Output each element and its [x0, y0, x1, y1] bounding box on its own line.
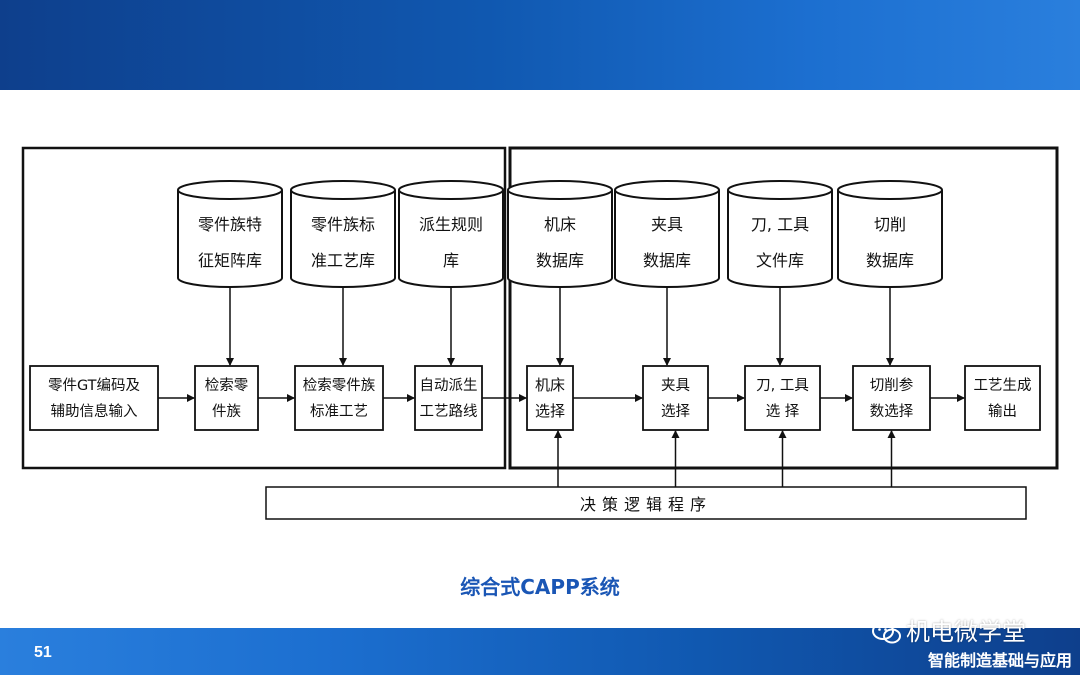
database-label: 数据库	[866, 251, 914, 270]
database-label: 数据库	[643, 251, 691, 270]
slide-caption: 综合式CAPP系统	[460, 575, 620, 599]
database-label: 数据库	[536, 251, 584, 270]
process-label: 件族	[212, 403, 241, 420]
process-label: 机床	[535, 376, 565, 394]
database-label: 机床	[544, 215, 576, 234]
database-label: 零件族特	[198, 215, 262, 234]
process-label: 数选择	[870, 403, 914, 420]
decision-program-label: 决策逻辑程序	[580, 495, 712, 514]
process-label: 工艺路线	[420, 403, 478, 420]
right-frame	[508, 146, 1059, 470]
database-label: 零件族标	[311, 215, 375, 234]
process-label: 标准工艺	[310, 403, 368, 420]
process-label: 检索零件族	[303, 377, 376, 394]
process-label: 刀, 工具	[756, 378, 809, 394]
process-p7: 刀, 工具选 择	[744, 365, 821, 431]
database-label: 刀, 工具	[751, 215, 809, 234]
process-label: 检索零	[205, 377, 249, 394]
database-label: 夹具	[651, 215, 683, 234]
process-label: 工艺生成	[974, 377, 1032, 394]
process-p2: 检索零件族	[194, 365, 259, 431]
database-label: 派生规则	[419, 215, 483, 234]
left-frame	[21, 146, 507, 470]
process-label: 夹具	[661, 377, 690, 394]
process-label: 零件GT编码及	[48, 377, 140, 394]
process-label: 选 择	[766, 403, 800, 420]
process-label: 输出	[988, 403, 1017, 420]
page-number: 51	[34, 644, 52, 661]
watermark-brand: 机电微学堂	[872, 612, 1026, 647]
header-band	[0, 0, 1080, 90]
watermark-tagline: 智能制造基础与应用	[927, 651, 1072, 670]
watermark-brand-text: 机电微学堂	[906, 618, 1026, 646]
process-label: 自动派生	[420, 377, 478, 394]
database-label: 文件库	[756, 251, 804, 270]
database-label: 库	[443, 251, 459, 270]
database-label: 切削	[874, 215, 906, 234]
process-label: 辅助信息输入	[51, 403, 138, 420]
wechat-icon	[872, 622, 901, 644]
process-label: 选择	[661, 403, 690, 420]
database-label: 征矩阵库	[198, 251, 262, 270]
database-label: 准工艺库	[311, 251, 375, 270]
decision-program-box: 决策逻辑程序	[265, 486, 1027, 520]
process-label: 切削参	[870, 377, 914, 394]
process-label: 选择	[535, 402, 565, 420]
